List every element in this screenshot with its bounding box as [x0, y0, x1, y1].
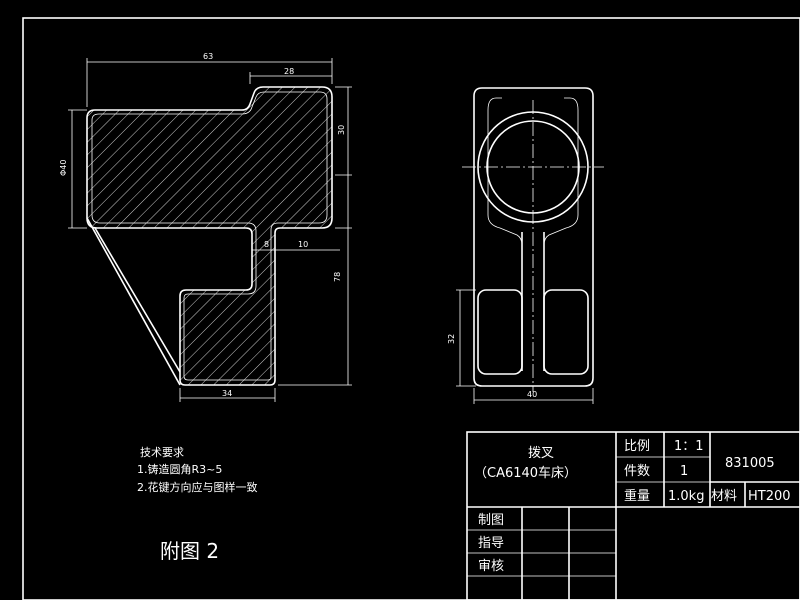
boss-left-pocket	[487, 97, 523, 290]
count-label: 件数	[624, 464, 650, 479]
pad-left	[477, 289, 523, 375]
dim-top-height: 30	[337, 125, 346, 135]
pad-right	[543, 289, 589, 375]
dim-bottom-width: 34	[222, 389, 232, 398]
dim-overall-width: 63	[203, 52, 213, 61]
machine-name: （CA6140车床）	[474, 465, 577, 481]
title-block: 拨叉 （CA6140车床） 比例 1：1 件数 1 重量 1.0kg 材料 HT…	[466, 431, 800, 600]
section-outline	[86, 86, 333, 386]
weight-value: 1.0kg	[668, 489, 704, 504]
review-label: 审核	[478, 559, 504, 574]
drawn-label: 制图	[478, 513, 504, 528]
dim-slot-right: 10	[298, 240, 308, 249]
guide-label: 指导	[478, 536, 504, 551]
notes-title: 技术要求	[140, 446, 184, 459]
taper-line-outer	[86, 217, 181, 386]
boss-right-pocket	[543, 97, 579, 290]
dim-side-width: 40	[527, 390, 537, 399]
dim-slot-gap: 8	[264, 240, 269, 249]
dim-side-height: 32	[447, 334, 456, 344]
dim-top-width: 28	[284, 67, 294, 76]
scale-label: 比例	[624, 439, 650, 454]
material-value: HT200	[748, 489, 791, 504]
weight-label: 重量	[624, 488, 650, 504]
dim-total-height: 78	[333, 272, 342, 282]
count-value: 1	[680, 464, 688, 479]
dim-diameter: Φ40	[59, 160, 68, 176]
side-outline	[473, 87, 594, 387]
part-name: 拨叉	[528, 446, 554, 461]
drawing-number: 831005	[725, 456, 775, 471]
notes-item-2: 2.花键方向应与图样一致	[137, 480, 258, 494]
drawing-border	[22, 17, 800, 600]
side-view: 32 40	[447, 87, 604, 404]
scale-value: 1：1	[674, 439, 704, 454]
taper-line-inner	[94, 227, 181, 373]
front-section-view: 63 28 30 Φ40 8 10 78 34	[59, 52, 352, 402]
technical-requirements: 技术要求 1.铸造圆角R3~5 2.花键方向应与图样一致	[137, 446, 258, 494]
notes-item-1: 1.铸造圆角R3~5	[137, 462, 222, 476]
figure-label: 附图 2	[160, 539, 219, 563]
section-inner-outline	[91, 91, 328, 381]
material-label: 材料	[711, 489, 737, 504]
